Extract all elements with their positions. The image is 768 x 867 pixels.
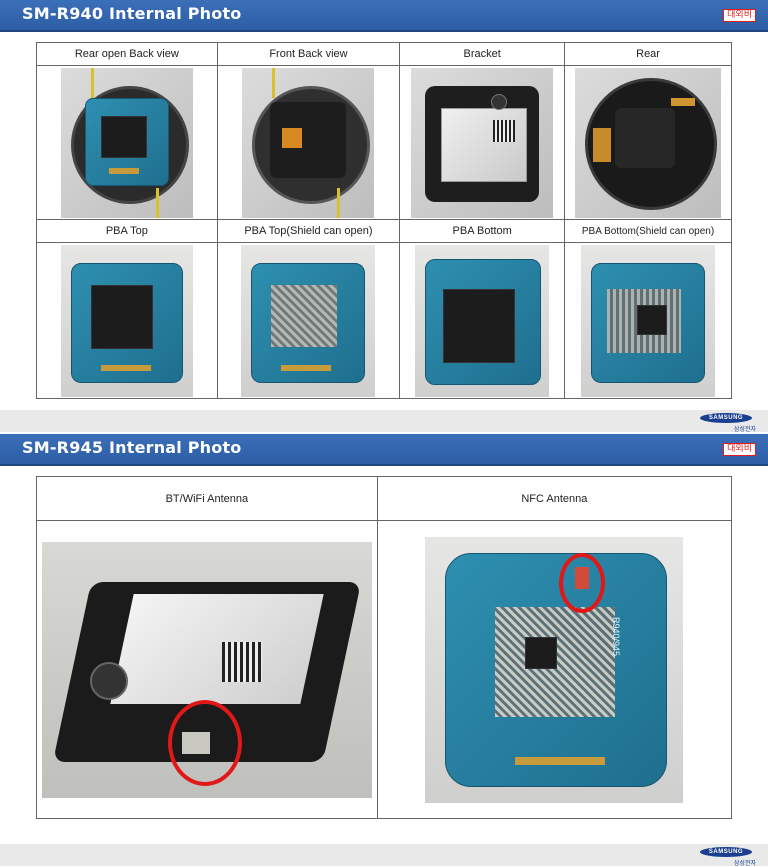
photo-cell [399,65,566,220]
photo-front-back-view [242,67,375,218]
photo-cell [564,65,732,220]
flex-cable [671,97,696,106]
connector [281,364,332,371]
caption-pba-top: PBA Top [36,219,218,243]
photo-pba-top [60,244,193,397]
caption-pba-top-shield-open: PBA Top(Shield can open) [216,219,401,243]
caption-pba-bottom-shield-open: PBA Bottom(Shield can open) [564,219,732,243]
strap-wire [155,187,159,218]
strap-wire [272,67,276,98]
chip [100,115,147,158]
connector [100,364,151,371]
photo-cell [216,242,401,399]
slide-title: SM-R945 Internal Photo [22,438,242,457]
confidential-badge: 대외비 [723,443,756,456]
slide-footer: SAMSUNG 삼성전자 [0,844,768,867]
battery [110,593,324,704]
antenna-highlight [167,699,242,786]
components-area [271,284,338,347]
photo-nfc-antenna: R940/945 [425,536,684,803]
caption-rear-open-back-view: Rear open Back view [36,42,218,66]
slide-r940: SM-R940 Internal Photo 대외비 Rear open Bac… [0,0,768,434]
connector [515,756,606,765]
caption-bt-wifi-antenna: BT/WiFi Antenna [36,476,378,521]
motor [491,93,508,110]
photo-pba-bottom-shield-open [581,244,716,397]
caption-pba-bottom: PBA Bottom [399,219,566,243]
photo-cell [564,242,732,399]
shield-can [90,284,153,349]
qr-code [493,119,516,142]
flex-cable [282,127,303,148]
photo-table-r940: Rear open Back view Front Back view Brac… [36,42,732,399]
photo-rear [575,67,722,218]
photo-cell [399,242,566,399]
slide-header: SM-R940 Internal Photo 대외비 [0,0,768,32]
photo-cell [36,520,378,819]
photo-cell [36,65,218,220]
slide-r945: SM-R945 Internal Photo 대외비 BT/WiFi Anten… [0,434,768,867]
caption-bracket: Bracket [399,42,566,66]
caption-nfc-antenna: NFC Antenna [376,476,733,521]
qr-code [221,641,262,682]
caption-rear: Rear [564,42,732,66]
slide-header: SM-R945 Internal Photo 대외비 [0,434,768,466]
photo-pba-bottom [415,244,550,397]
motor [89,661,128,700]
photo-cell [216,65,401,220]
sensor-module [615,107,676,168]
slide-footer: SAMSUNG 삼성전자 [0,410,768,433]
processor-chip [637,304,668,335]
photo-bracket [411,67,554,218]
photo-pba-top-shield-open [241,244,376,397]
photo-cell: R940/945 [376,520,733,819]
shield-can [443,288,516,363]
samsung-logo: SAMSUNG 삼성전자 [696,413,756,433]
flex-cable [593,127,612,162]
slide-title: SM-R940 Internal Photo [22,4,242,23]
samsung-logo: SAMSUNG 삼성전자 [696,847,756,867]
antenna-highlight [559,552,606,613]
processor-chip [525,636,558,669]
photo-cell [36,242,218,399]
board-marking: R940/945 [611,616,622,656]
connector [108,167,139,174]
strap-wire [337,187,341,218]
caption-front-back-view: Front Back view [216,42,401,66]
confidential-badge: 대외비 [723,9,756,22]
photo-bt-wifi-antenna [41,541,372,798]
photo-rear-open-back-view [60,67,193,218]
photo-table-r945: BT/WiFi Antenna NFC Antenna [36,476,733,819]
strap-wire [90,67,94,98]
